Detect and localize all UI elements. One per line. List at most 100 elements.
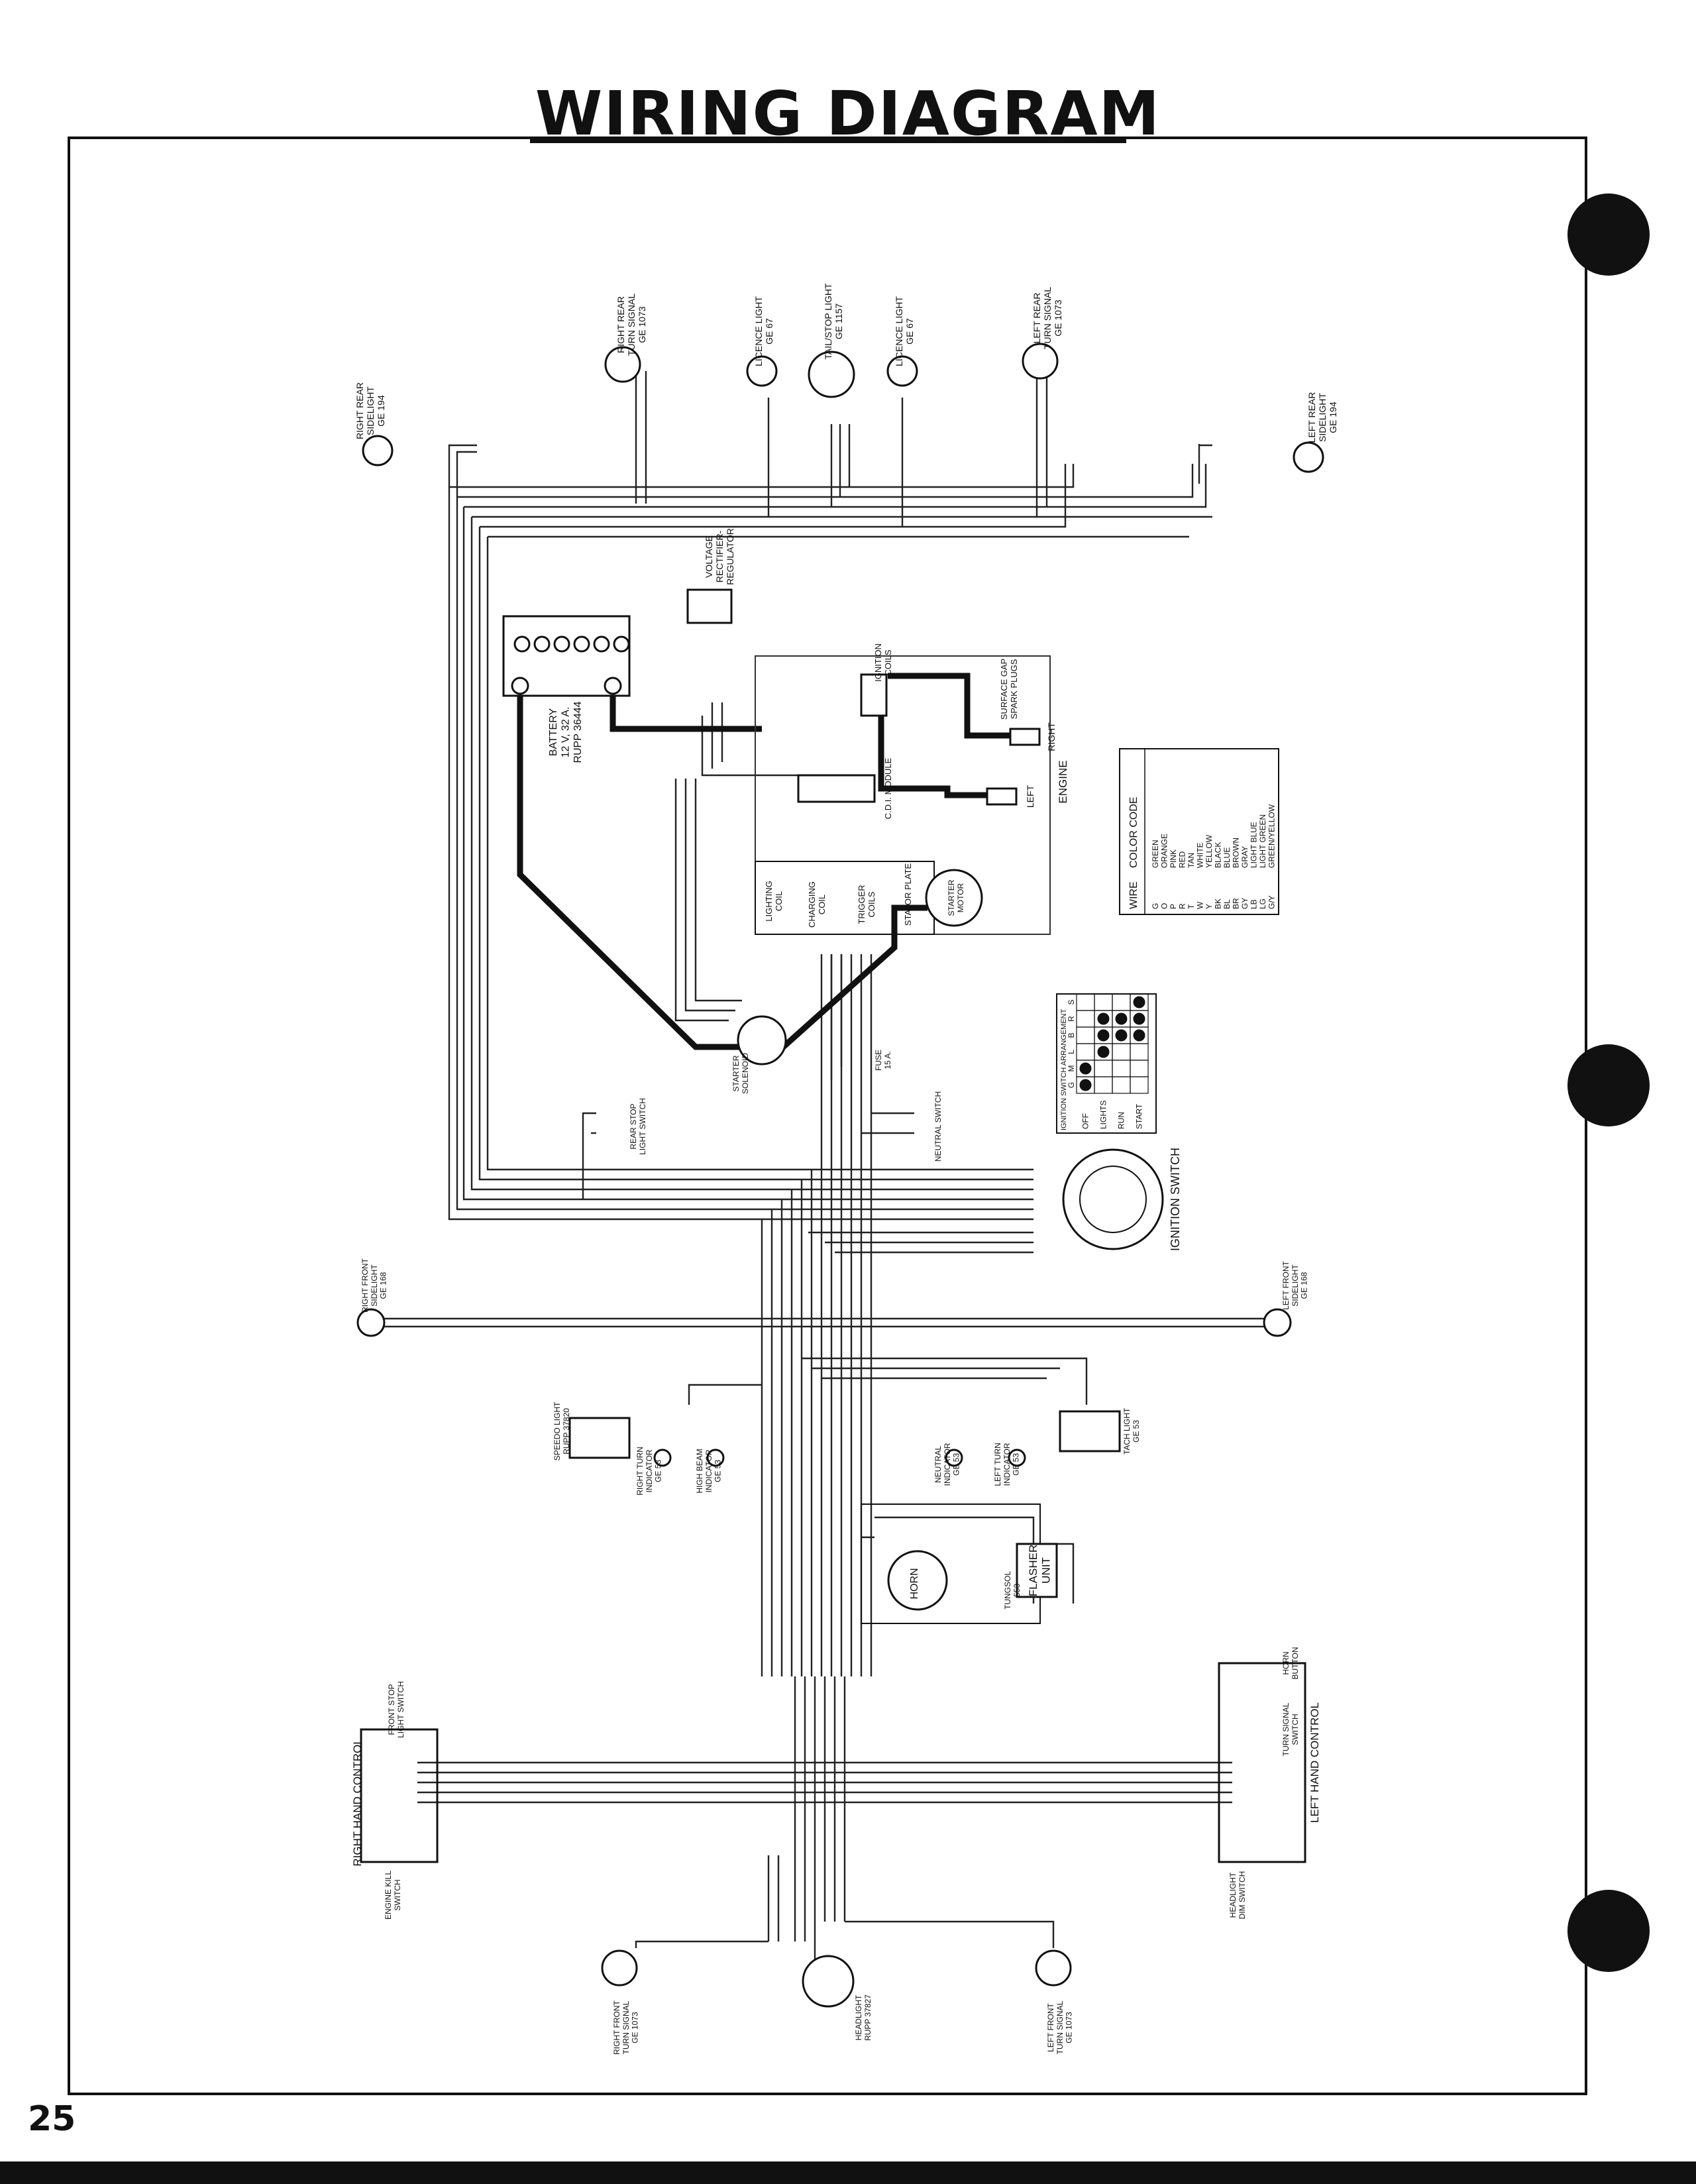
arrangement-contact-dot — [1133, 1012, 1145, 1025]
label-speedo-light-line-1: RUPP 37820 — [562, 1408, 571, 1454]
licence-light-1-bulb — [746, 355, 778, 387]
label-headlight-dim-switch-line-1: DIM SWITCH — [1238, 1871, 1247, 1920]
label-left-front-sidelight-line-2: GE 168 — [1300, 1272, 1309, 1299]
label-fuse-line-1: 15 A. — [883, 1051, 892, 1069]
label-left-hand-control-line-0: LEFT HAND CONTROL — [1308, 1702, 1321, 1823]
legend-code: LB — [1249, 899, 1259, 909]
label-right-rear-turn-line-2: GE 1073 — [637, 306, 647, 343]
tach-light-box — [1059, 1410, 1121, 1452]
battery — [502, 615, 631, 697]
indicator-bulbs — [653, 1448, 1026, 1467]
arrangement-contact-dot — [1079, 1062, 1092, 1075]
label-right-front-sidelight: RIGHT FRONTSIDELIGHTGE 168 — [360, 1258, 388, 1312]
label-right-front-sidelight-line-2: GE 168 — [379, 1272, 388, 1299]
legend-code: Y — [1204, 904, 1214, 909]
tail-stop-bulb — [808, 351, 855, 398]
label-horn-line-0: HORN — [909, 1568, 920, 1599]
label-ignition-coils: IGNITIONCOILS — [873, 643, 893, 682]
label-starter-motor: STARTERMOTOR — [947, 879, 965, 916]
legend-code: G — [1151, 903, 1160, 909]
label-right-turn-indicator-line-0: RIGHT TURN — [635, 1447, 645, 1496]
label-right-rear-sidelight-line-2: GE 194 — [376, 395, 386, 427]
label-charging-coil: CHARGINGCOIL — [807, 881, 827, 928]
left-front-sidelight-bulb — [1263, 1308, 1292, 1337]
arrangement-contact-dot — [1097, 1029, 1110, 1042]
legend-color-name: BLACK — [1214, 842, 1223, 868]
label-left-label-line-0: LEFT — [1025, 785, 1035, 808]
label-tungsol: TUNGSOL553 — [1003, 1571, 1022, 1610]
label-tail-stop-light-line-0: TAIL/STOP LIGHT — [823, 283, 833, 360]
label-headlight-dim-switch-line-0: HEADLIGHT — [1228, 1872, 1238, 1918]
label-left-rear-turn-line-1: TURN SIGNAL — [1042, 287, 1053, 349]
legend-code: T — [1187, 904, 1196, 909]
label-ignition-coils-line-1: COILS — [883, 649, 893, 675]
label-left-rear-turn-line-0: LEFT REAR — [1032, 293, 1042, 344]
label-fuse-line-0: FUSE — [874, 1050, 883, 1071]
label-licence-light-2-line-1: GE 67 — [904, 318, 915, 345]
arrangement-terminal: L — [1067, 1050, 1076, 1054]
label-right-rear-turn: RIGHT REARTURN SIGNALGE 1073 — [615, 294, 647, 356]
label-left-front-turn-line-1: TURN SIGNAL — [1055, 2000, 1065, 2054]
label-stator-plate: STATOR PLATE — [903, 863, 913, 926]
flasher-box — [1016, 1543, 1058, 1598]
legend-code: BL — [1222, 899, 1232, 909]
label-battery-line-2: RUPP 36444 — [572, 701, 584, 763]
label-trigger-coils-line-0: TRIGGER — [857, 885, 867, 924]
label-right-rear-turn-line-0: RIGHT REAR — [615, 296, 626, 353]
label-starter-solenoid-line-1: SOLENOID — [741, 1053, 750, 1094]
legend-code: G/Y — [1267, 895, 1277, 909]
label-cdi-module: C.D.I. MODULE — [883, 757, 893, 819]
wire-harness — [384, 371, 1265, 1961]
left-front-turn-bulb — [1035, 1949, 1072, 1987]
page-number: 25 — [28, 2099, 76, 2139]
label-right-front-sidelight-line-0: RIGHT FRONT — [360, 1258, 370, 1312]
label-rear-stop-switch-line-0: REAR STOP — [629, 1103, 638, 1149]
label-horn-button: HORNBUTTON — [1281, 1647, 1300, 1679]
label-licence-light-2: LICENCE LIGHTGE 67 — [894, 296, 915, 366]
label-right-rear-sidelight-line-0: RIGHT REAR — [354, 382, 365, 439]
label-charging-coil-line-0: CHARGING — [807, 881, 817, 928]
right-rear-turn-bulb — [604, 346, 641, 383]
label-engine-kill-switch-line-1: SWITCH — [393, 1879, 402, 1910]
wire-color-legend: WIRE COLOR CODE GGREENOORANGEPPINKRREDTT… — [1119, 748, 1279, 915]
label-tungsol-line-1: 553 — [1012, 1584, 1022, 1597]
arrangement-terminal: G — [1067, 1082, 1076, 1088]
arrangement-contact-dot — [1097, 1012, 1110, 1025]
diagram-frame — [68, 136, 1587, 2095]
label-right-rear-turn-line-1: TURN SIGNAL — [626, 294, 637, 356]
starter-motor-circle — [925, 869, 983, 927]
legend-code: LG — [1258, 899, 1267, 909]
label-horn-button-line-1: BUTTON — [1291, 1647, 1300, 1679]
arrangement-terminal: R — [1067, 1016, 1076, 1022]
label-voltage-regulator-line-0: VOLTAGE — [704, 535, 714, 578]
label-right-hand-control-line-0: RIGHT HAND CONTROL — [351, 1738, 364, 1866]
legend-color-name: ORANGE — [1160, 834, 1169, 868]
label-battery-line-1: 12 V, 32 A. — [560, 707, 571, 758]
arrangement-contact-dot — [1097, 1046, 1110, 1058]
arrangement-contact-dot — [1115, 1029, 1128, 1042]
legend-color-name: TAN — [1187, 853, 1196, 868]
label-tach-light-line-0: TACH LIGHT — [1122, 1407, 1132, 1454]
right-hand-control-box — [360, 1728, 439, 1863]
ignition-switch-inner — [1079, 1166, 1147, 1233]
label-neutral-indicator-line-0: NEUTRAL — [933, 1446, 943, 1483]
label-right-rear-sidelight-line-1: SIDELIGHT — [365, 386, 376, 435]
label-left-front-turn: LEFT FRONTTURN SIGNALGE 1073 — [1046, 2000, 1074, 2054]
label-right-hand-control: RIGHT HAND CONTROL — [351, 1738, 364, 1866]
label-charging-coil-line-1: COIL — [817, 895, 827, 914]
label-voltage-regulator: VOLTAGERECTIFIER-REGULATOR — [704, 528, 735, 585]
spark-plug-right — [1009, 728, 1041, 746]
label-high-beam-indicator-line-0: HIGH BEAM — [695, 1448, 704, 1493]
legend-header-color: COLOR CODE — [1128, 796, 1140, 868]
spark-plug-left — [986, 787, 1018, 806]
label-tail-stop-light: TAIL/STOP LIGHTGE 1157 — [823, 283, 844, 360]
binder-hole-middle — [1567, 1044, 1650, 1126]
label-headlight-line-1: RUPP 37827 — [863, 1994, 873, 2041]
horn-circle — [887, 1550, 948, 1611]
label-spark-plugs-line-0: SURFACE GAP — [999, 659, 1009, 720]
starter-solenoid-circle — [737, 1015, 787, 1065]
arrangement-title: IGNITION SWITCH ARRANGEMENT — [1060, 1009, 1068, 1130]
left-rear-sidelight-bulb — [1293, 441, 1324, 473]
